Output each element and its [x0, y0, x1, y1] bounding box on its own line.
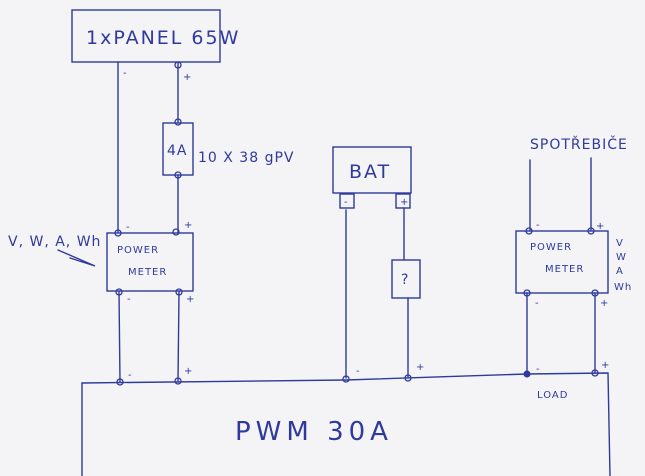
readout-a: A	[616, 266, 624, 277]
fuse-label: 4A	[167, 143, 187, 159]
meter-right-line2: METER	[545, 264, 584, 275]
solar-panel: 1xPANEL 65W - +	[71, 9, 240, 83]
readout-v: V	[616, 238, 624, 249]
readout-w: W	[616, 252, 627, 263]
meter-left-line2: METER	[128, 267, 167, 278]
panel-minus: -	[123, 68, 128, 79]
meter-right-plus-out: +	[600, 298, 609, 309]
pwm-label: PWM 30A	[235, 417, 393, 447]
battery-plus-conn: +	[416, 362, 425, 373]
meter-left-plus-out: +	[186, 294, 195, 305]
battery-plus: +	[400, 197, 409, 208]
panel-plus: +	[183, 72, 192, 83]
fuse-spec: 10 X 38 gPV	[198, 150, 294, 166]
meter-left-minus-in: -	[126, 222, 131, 233]
battery-minus: -	[344, 197, 349, 208]
meter-left-line1: POWER	[117, 245, 159, 256]
arrow-icon	[57, 249, 96, 267]
load: SPOTŘEBIČE	[529, 135, 628, 231]
pwm-controller: - + LOAD PWM 30A	[81, 366, 611, 476]
battery-label: BAT	[349, 161, 391, 183]
load-title: LOAD	[537, 390, 568, 401]
power-meter-right: POWER METER - + - + V W A Wh	[515, 220, 632, 309]
unknown-component: ?	[401, 272, 409, 288]
battery: BAT - + ? - +	[332, 146, 425, 379]
pwm-plus: +	[184, 366, 193, 377]
meter-right-line1: POWER	[530, 242, 572, 253]
pwm-minus: -	[128, 370, 133, 381]
meter-right-plus-in: +	[596, 221, 605, 232]
panel-label: 1xPANEL 65W	[86, 27, 240, 49]
meter-right-minus-out: -	[535, 298, 540, 309]
panel-wires	[117, 61, 182, 233]
meter-left-minus-out: -	[127, 294, 132, 305]
load-plus-conn: +	[601, 360, 610, 371]
fuse: 4A 10 X 38 gPV	[162, 122, 294, 176]
load-minus-conn: -	[536, 364, 541, 375]
meter-left-readout: V, W, A, Wh	[8, 234, 101, 250]
power-meter-left: POWER METER - + - + V, W, A, Wh	[8, 220, 195, 305]
readout-wh: Wh	[614, 282, 632, 293]
meter-left-plus-in: +	[184, 220, 193, 231]
meter-right-minus-in: -	[536, 220, 541, 231]
battery-minus-conn: -	[356, 366, 361, 377]
load-label: SPOTŘEBIČE	[530, 135, 628, 153]
